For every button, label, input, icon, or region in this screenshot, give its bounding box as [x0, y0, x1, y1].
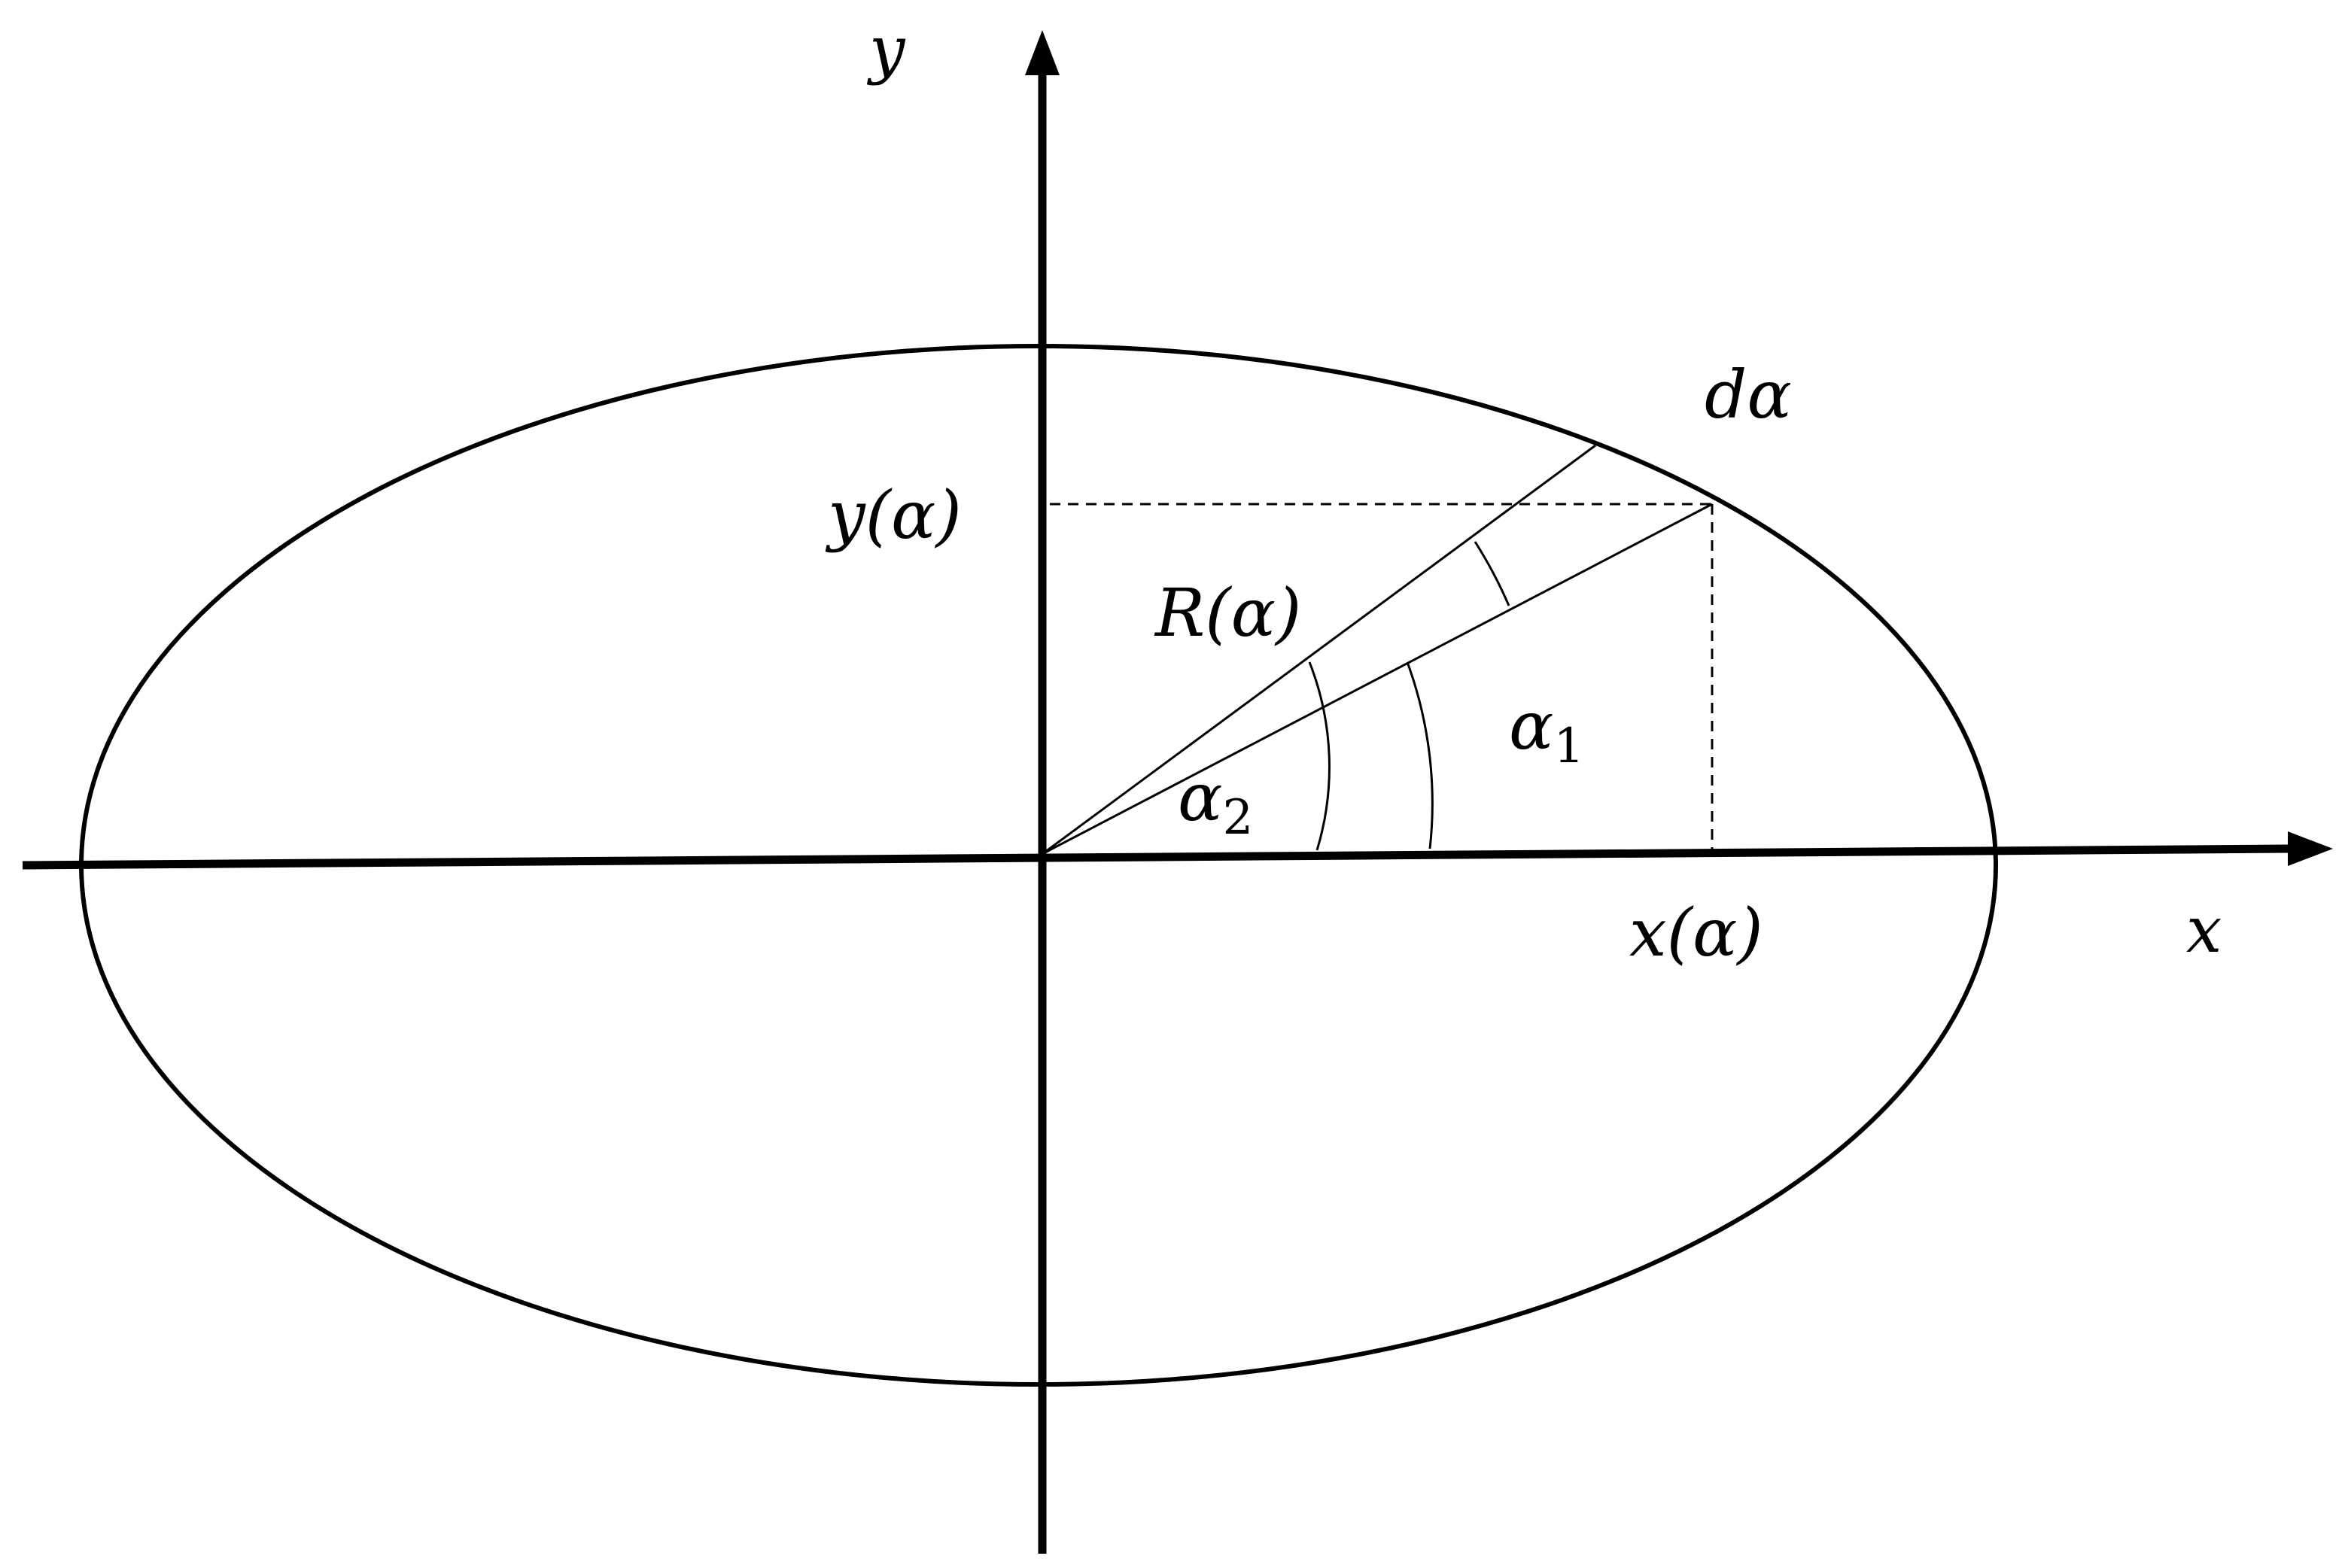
alpha-1-base: α	[1509, 687, 1553, 764]
alpha-2-label: α2	[1178, 758, 1253, 846]
y-of-alpha-label: y(α)	[825, 476, 962, 554]
x-of-alpha-label: x(α)	[1629, 894, 1763, 971]
angle-arc-alpha-2	[1308, 661, 1331, 851]
x-axis-label: x	[2186, 893, 2222, 967]
angle-arc-alpha-1	[1406, 661, 1434, 849]
radius-ray-alpha-1	[1042, 503, 1713, 855]
y-axis-arrowhead	[1025, 30, 1060, 75]
alpha-1-subscript: 1	[1553, 719, 1584, 774]
x-axis-arrowhead	[2288, 831, 2333, 866]
r-of-alpha-label: R(α)	[1154, 574, 1301, 652]
x-axis-line	[22, 844, 2289, 870]
alpha-2-subscript: 2	[1222, 790, 1253, 846]
y-axis-label: y	[866, 13, 906, 87]
d-alpha-label: dα	[1705, 356, 1792, 433]
radius-ray-alpha-2	[1042, 444, 1596, 855]
alpha-2-base: α	[1178, 758, 1222, 836]
alpha-1-label: α1	[1509, 687, 1584, 774]
angle-arc-d-alpha	[1474, 541, 1510, 606]
